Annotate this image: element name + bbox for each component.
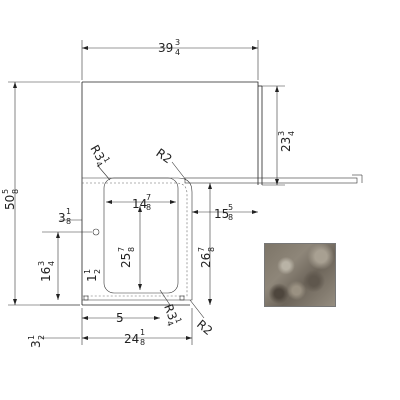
left-offset-num: 1 [66, 207, 71, 216]
dim-overall-width: 39 3 4 [81, 38, 259, 80]
drain-dia-num: 1 [83, 269, 92, 274]
dim-overall-height: 50 5 8 [1, 81, 80, 306]
drain-height-num: 3 [37, 261, 46, 266]
right-offset-whole: 15 [214, 207, 229, 221]
right-offset-den: 8 [228, 213, 233, 222]
left-offset-den: 8 [66, 217, 71, 226]
overall-height-num: 5 [1, 189, 10, 194]
drain-height-den: 4 [47, 261, 56, 266]
drain-height-whole: 16 [39, 267, 53, 282]
dim-radius-bottom: R3 1 4 [159, 289, 183, 328]
bowl-height-num: 7 [117, 247, 126, 252]
bowl-height-whole: 25 [119, 253, 133, 268]
bottom-width-whole: 24 [124, 332, 139, 346]
right-height-whole: 23 [279, 137, 293, 152]
dim-radius-bottom-right: R2 [189, 299, 215, 338]
bowl-width-den: 8 [146, 203, 151, 212]
radius-bottom-label: R3 [161, 302, 180, 322]
dim-side-height: 26 7 8 [197, 183, 216, 305]
overall-width-whole: 39 [158, 41, 173, 55]
radius-bottom-num: 1 [173, 317, 183, 325]
dim-left-offset: 3 1 8 [42, 207, 92, 233]
radius-outer-top-den: 4 [94, 160, 104, 169]
dim-radius-outer-top: R3 1 4 [87, 143, 112, 181]
shower-outline [81, 81, 363, 306]
dim-bowl-width: 14 7 8 [106, 193, 176, 212]
bottom-height-den: 2 [37, 335, 46, 340]
radius-bottom-right-label: R2 [194, 317, 215, 338]
dim-radius-top-right: R2 [153, 146, 187, 181]
drain-dia-den: 2 [93, 269, 102, 274]
dim-bottom-offset: 5 [82, 311, 160, 325]
right-offset-num: 5 [228, 203, 233, 212]
overall-width-num: 3 [175, 38, 180, 47]
stone-sample-swatch [264, 243, 336, 307]
overall-height-den: 8 [11, 189, 20, 194]
bowl-height-den: 8 [127, 247, 136, 252]
radius-outer-top-num: 1 [101, 155, 111, 164]
dim-bowl-height: 25 7 8 [117, 206, 142, 290]
overall-height-whole: 50 [3, 195, 17, 210]
bottom-width-num: 1 [140, 328, 145, 337]
radius-outer-top-label: R3 [87, 143, 107, 164]
bowl-width-whole: 14 [132, 197, 147, 211]
dim-drain-height: 16 3 4 [37, 232, 60, 300]
dim-bottom-height: 3 1 2 [27, 304, 80, 348]
bottom-height-num: 1 [27, 335, 36, 340]
right-height-num: 3 [277, 131, 286, 136]
bowl-width-num: 7 [146, 193, 151, 202]
dim-right-offset: 15 5 8 [192, 203, 258, 222]
dim-drain-dia: 1 1 2 [83, 269, 102, 282]
bottom-offset-5: 5 [116, 311, 124, 325]
radius-top-right-label: R2 [153, 146, 174, 167]
side-height-whole: 26 [199, 253, 213, 268]
drain-dia-whole: 1 [85, 274, 99, 282]
overall-width-den: 4 [175, 48, 180, 57]
radius-bottom-den: 4 [165, 320, 175, 328]
bottom-height-whole: 3 [29, 340, 43, 348]
dim-right-height: 23 3 4 [262, 85, 296, 186]
left-offset-whole: 3 [58, 211, 66, 225]
dim-bottom-width: 24 1 8 [81, 308, 193, 347]
right-height-den: 4 [287, 131, 296, 136]
side-height-den: 8 [207, 247, 216, 252]
bottom-width-den: 8 [140, 338, 145, 347]
side-height-num: 7 [197, 247, 206, 252]
